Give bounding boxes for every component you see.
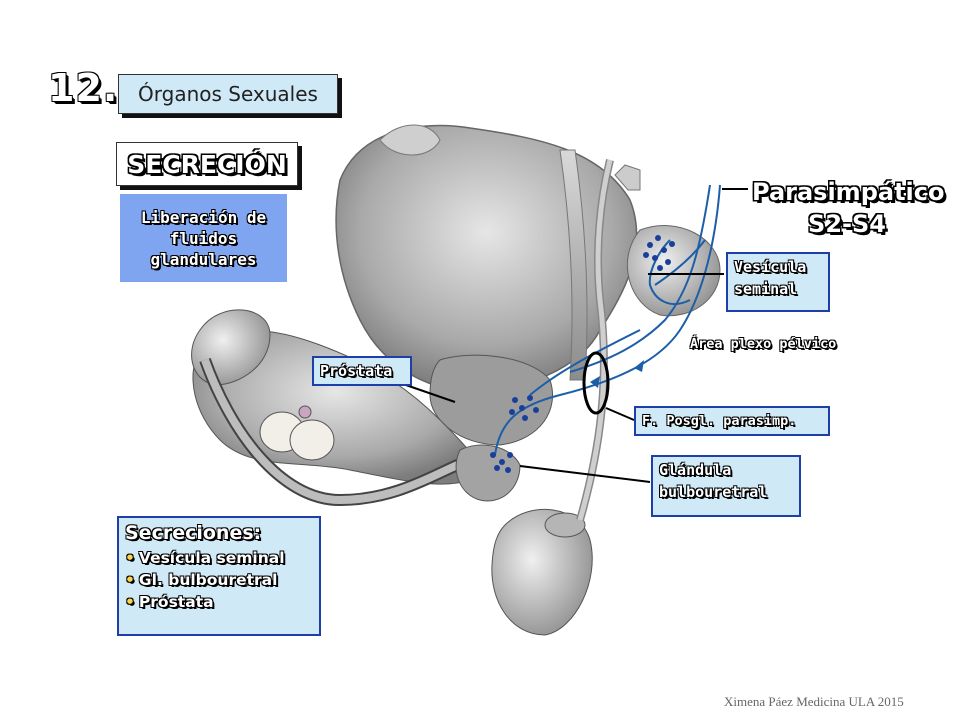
epididymis-shape bbox=[544, 512, 586, 538]
bullet-icon: • bbox=[125, 593, 135, 611]
secrecion-label: SECRECIÓN bbox=[127, 149, 287, 179]
bladder-shape bbox=[335, 124, 638, 393]
parasimpatico-label: Parasimpático S2-S4 bbox=[752, 176, 945, 240]
bulb-shape bbox=[455, 444, 521, 502]
parasimpatico-line1: Parasimpático bbox=[752, 178, 945, 206]
slide-number: 12. bbox=[48, 66, 119, 110]
secrecion-heading: SECRECIÓN bbox=[116, 142, 298, 186]
topic-label: Órganos Sexuales bbox=[138, 82, 318, 106]
bladder-top bbox=[379, 124, 441, 156]
topic-box: Órganos Sexuales bbox=[118, 74, 338, 114]
prostata-label: Próstata bbox=[312, 356, 412, 386]
pointer-prostata bbox=[402, 383, 456, 403]
secreciones-title: Secreciones: bbox=[125, 522, 262, 544]
secreciones-item: •Vesícula seminal bbox=[125, 547, 313, 569]
vesicula-seminal-label: Vesícula seminal bbox=[726, 252, 830, 312]
area-plexo-pelvico-label: Área plexo pélvico bbox=[690, 336, 837, 352]
pelvic-nerves bbox=[494, 184, 721, 456]
footer-credit: Ximena Páez Medicina ULA 2015 bbox=[724, 694, 904, 709]
ureter-right bbox=[614, 164, 641, 191]
secreciones-item: •Gl. bulbouretral bbox=[125, 569, 313, 591]
f-posgl-parasimp-label: F. Posgl. parasimp. bbox=[634, 406, 830, 436]
liberacion-text: Liberación de fluidos glandulares bbox=[140, 207, 267, 269]
ganglion-dots bbox=[490, 235, 675, 473]
bullet-icon: • bbox=[125, 571, 135, 589]
glandula-bulbouretral-label: Glándula bulbouretral bbox=[651, 455, 801, 517]
nerve-arrows bbox=[590, 360, 644, 388]
prostate-shape bbox=[429, 354, 554, 446]
urethra-cut bbox=[298, 405, 312, 419]
pointer-fposgl bbox=[605, 407, 635, 421]
secreciones-box: Secreciones: •Vesícula seminal •Gl. bulb… bbox=[117, 516, 321, 636]
secreciones-item-label: Gl. bulbouretral bbox=[138, 571, 278, 589]
parasimpatico-line2: S2-S4 bbox=[808, 210, 886, 238]
liberacion-box: Liberación de fluidos glandulares bbox=[120, 194, 287, 282]
secreciones-item-label: Próstata bbox=[138, 593, 214, 611]
pointer-glandula bbox=[519, 465, 651, 483]
corpus-cut-2 bbox=[289, 419, 335, 461]
secreciones-item-label: Vesícula seminal bbox=[138, 549, 285, 567]
secreciones-item: •Próstata bbox=[125, 591, 313, 613]
bullet-icon: • bbox=[125, 549, 135, 567]
plexus-ellipse bbox=[582, 351, 610, 415]
